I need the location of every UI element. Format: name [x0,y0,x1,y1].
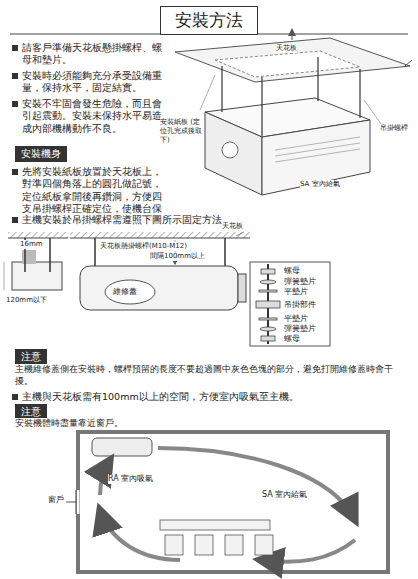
bullet-square [12,101,18,107]
part-name: 吊掛部件 [284,300,316,310]
part-name: 彈簧墊片 [284,277,316,287]
bullet-square [12,217,18,223]
title-box: 安裝方法 [160,6,258,35]
part-name: 天花板 [276,44,297,53]
note: 主機維修蓋側在安裝時，螺桿預留的長度不要超過圖中灰色色塊的部分，避免打開維修蓋時… [15,364,405,387]
instruction: 安裝時必須能夠充分承受設備重量，保持水平，固定結實。 [22,70,162,95]
airflow-label: RA 室內吸氣 [108,474,153,484]
bullet-square [12,73,18,79]
instruction: 請客戶準備天花板懸掛螺桿、螺母和墊片。 [22,42,162,67]
bullet-square [12,394,18,400]
part-name: 平墊片 [284,287,308,297]
part-name: 吊掛螺桿 [380,124,414,133]
airflow-label: SA 室內給氣 [262,490,307,500]
dimension: 16mm [20,240,43,249]
dimension: 120mm以下 [6,296,47,305]
part-name: 安裝紙板 (定位孔完成後取下) [160,118,204,145]
part-name: 彈簧墊片 [284,324,316,334]
bullet-square [12,45,18,51]
part-name: 天花板懸掛螺桿(M10-M12) [100,242,187,251]
instruction: 主機安裝於吊掛螺桿需遵照下圖所示固定方法。 [22,214,402,226]
part-name: 螺母 [284,266,300,276]
part-name: 天花板 [222,222,243,231]
part-name: 維修蓋 [113,287,137,297]
part-name: SA 室內給氣 [300,180,340,189]
note: 安裝機體時盡量靠近窗戶。 [15,418,405,430]
section-heading: 安裝機身 [21,147,61,161]
section-heading: 注意 [21,405,41,419]
page-title: 安裝方法 [175,9,243,32]
section-heading: 注意 [21,350,41,364]
dimension: 間隔100mm以上 [150,252,205,261]
bullet-square [12,169,18,175]
instruction: 安裝不牢固會發生危險，而且會引起震動。安裝未保持水平易造成內部機構動作不良。 [22,98,162,135]
section-band: 安裝機身 [15,146,67,162]
section-band: 注意 [15,349,47,365]
part-name: 螺母 [284,334,300,344]
part-name: 平墊片 [284,314,308,324]
window-label: 窗戶 [48,495,64,505]
instruction: 主機與天花板需有100mm以上的空間，方便室內吸氣至主機。 [22,391,407,403]
